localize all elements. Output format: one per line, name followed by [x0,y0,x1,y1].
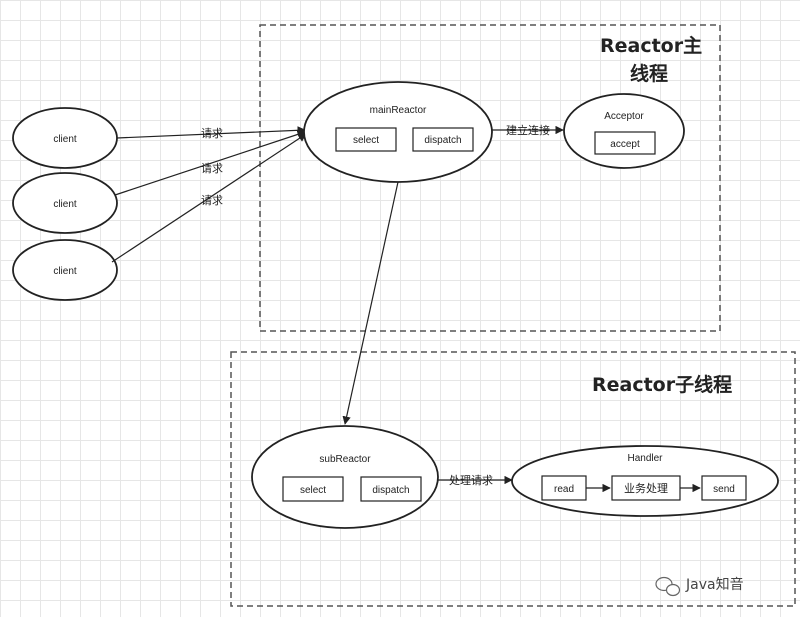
read-label: read [554,484,574,495]
watermark-text: Java知音 [685,576,744,593]
client-3-node [12,239,118,301]
main-select-box [335,127,397,152]
main-reactor-label: mainReactor [370,105,427,116]
main-thread-title-line1: Reactor主 [600,35,702,57]
wechat-logo-icon [655,576,681,597]
client-2-node [12,172,118,234]
send-label: send [713,484,735,495]
connect-label: 建立连接 [506,123,550,137]
request-edge-2 [114,130,306,196]
client-3-label: client [53,266,77,277]
request-label-2: 请求 [201,162,223,175]
request-edge-3 [111,133,307,263]
sub-dispatch-label: dispatch [372,485,409,496]
send-box [701,475,747,501]
request-edge-1 [116,126,306,139]
process-label: 业务处理 [624,482,668,495]
request-label-3: 请求 [201,194,223,207]
sub-thread-title: Reactor子线程 [592,373,732,396]
read-box [541,475,587,501]
client-1-label: client [53,134,77,145]
sub-dispatch-box [360,476,422,502]
client-2-label: client [53,199,77,210]
main-dispatch-label: dispatch [424,135,461,146]
request-label-1: 请求 [201,127,223,140]
main-thread-title-line2: 线程 [630,62,668,85]
main-select-label: select [353,135,379,146]
handler-label: Handler [627,453,663,464]
acceptor-node [563,93,685,169]
sub-select-label: select [300,485,326,496]
main-thread-group [259,24,721,332]
accept-box [594,131,656,155]
sub-thread-group [230,351,796,607]
main-dispatch-box [412,127,474,152]
acceptor-label: Acceptor [604,111,644,122]
accept-label: accept [610,139,640,150]
sub-select-box [282,476,344,502]
sub-reactor-label: subReactor [319,454,371,465]
process-box [611,475,681,501]
sub-reactor-node [251,425,439,529]
process-request-label: 处理请求 [449,474,493,487]
main-to-sub-edge [342,181,399,425]
